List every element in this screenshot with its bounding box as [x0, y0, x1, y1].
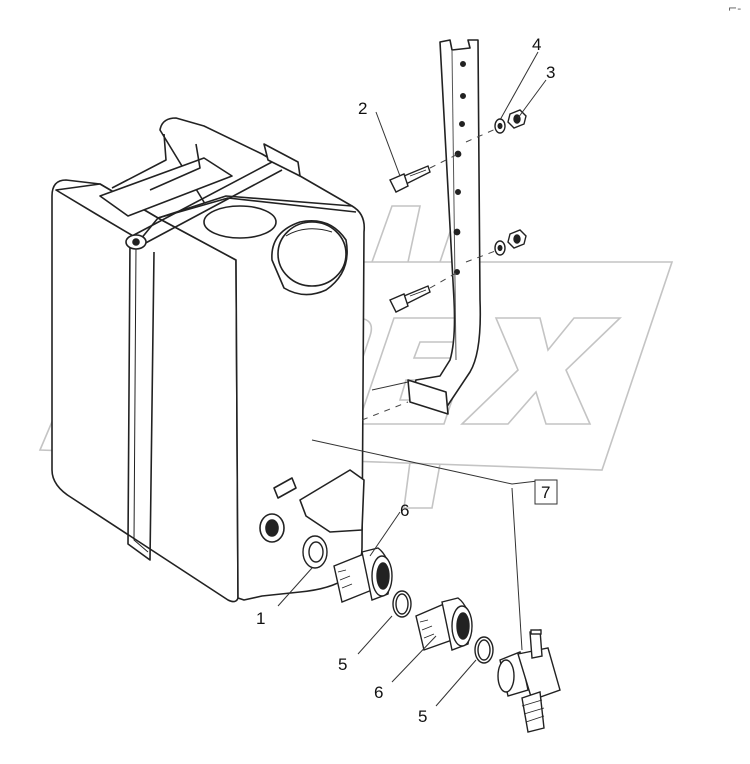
callout-3: 3: [546, 63, 555, 82]
washer-lower: [494, 240, 506, 256]
callout-6-lower: 6: [374, 683, 383, 702]
bolt-lower: [389, 285, 431, 313]
callout-2: 2: [358, 99, 367, 118]
adapter-fitting-upper: [333, 547, 393, 603]
leader-lines: [277, 51, 547, 707]
reservoir-tank: [51, 117, 366, 603]
o-ring-lower: [474, 636, 494, 664]
callout-4: 4: [532, 35, 541, 54]
callout-6-upper: 6: [400, 501, 409, 520]
adapter-fitting-lower: [415, 597, 473, 651]
bolt-upper: [389, 165, 431, 193]
callout-5-lower: 5: [418, 707, 427, 726]
callout-1: 1: [256, 609, 265, 628]
nut-upper: [507, 109, 527, 129]
nut-lower: [507, 229, 527, 249]
o-ring-upper: [392, 590, 412, 618]
corner-mark: ⌐-: [728, 2, 741, 15]
mounting-bracket: [407, 39, 482, 415]
alignment-dashes: [361, 127, 499, 421]
washer-upper: [494, 118, 506, 134]
elbow-hose-fitting: [497, 629, 561, 733]
gasket-ring: [302, 535, 328, 569]
callout-7: 7: [541, 483, 550, 502]
callout-7-box: 7: [534, 479, 558, 505]
callout-5-upper: 5: [338, 655, 347, 674]
